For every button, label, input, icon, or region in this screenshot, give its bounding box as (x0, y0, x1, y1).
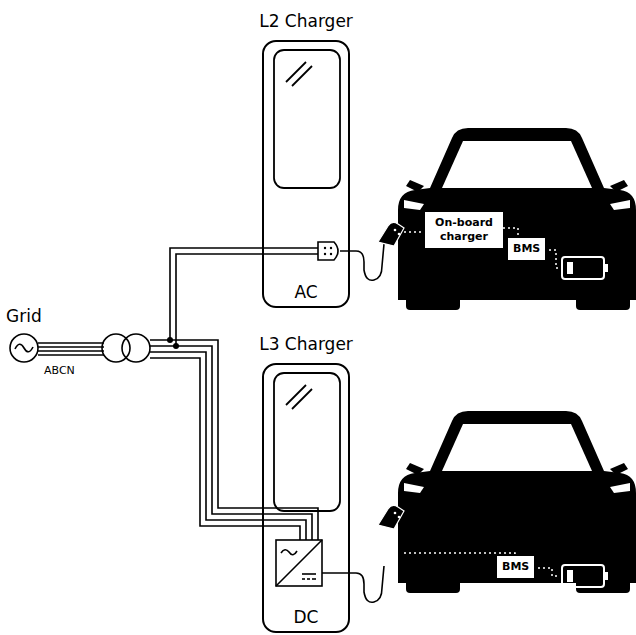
screen (274, 373, 340, 511)
charger-heading: L3 Charger (234, 334, 378, 354)
l2-charger: L2 ChargerAC (262, 40, 350, 308)
screen (274, 50, 340, 188)
on-board-charger-box: On-board charger (425, 212, 503, 248)
junction-dot (167, 337, 173, 343)
box-label: On-board charger (430, 216, 498, 244)
l3-charger: L3 ChargerDC (262, 363, 350, 633)
car (378, 128, 636, 310)
bms-box: BMS (497, 556, 534, 578)
phase-label: ABCN (44, 364, 75, 377)
ac-plug (318, 242, 384, 280)
data-link (503, 228, 518, 238)
bms-box: BMS (508, 238, 545, 260)
junction-dot (173, 343, 179, 349)
grid-source (10, 334, 150, 362)
car (378, 411, 636, 593)
ac-dc-converter (276, 540, 384, 602)
charger-heading: L2 Charger (234, 11, 378, 31)
charger-type: AC (264, 282, 348, 302)
charger-type: DC (264, 607, 348, 627)
box-label: BMS (513, 242, 540, 256)
grid-label: Grid (6, 306, 42, 326)
box-label: BMS (502, 560, 529, 574)
l3-feed-wires (150, 340, 318, 540)
